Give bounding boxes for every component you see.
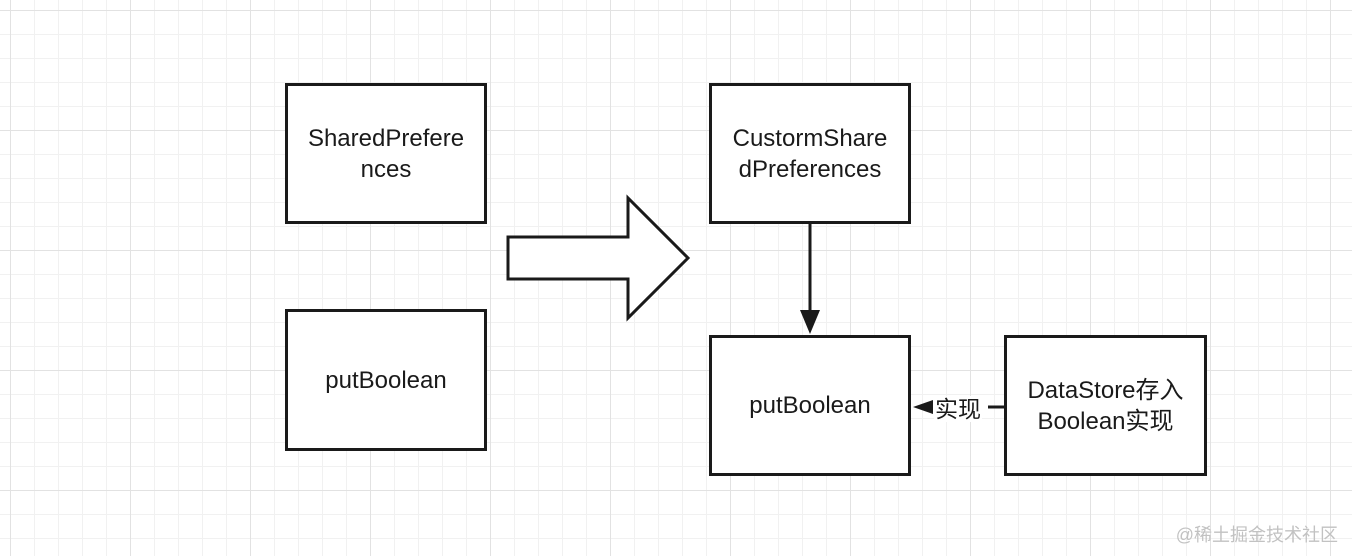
node-custom-shared-preferences[interactable]: CustormSharedPreferences [709,83,911,224]
hollow-right-arrow-icon [506,194,691,322]
node-shared-preferences-label: SharedPreferences [307,124,465,183]
node-put-boolean-right[interactable]: putBoolean [709,335,911,476]
node-datastore[interactable]: DataStore存入Boolean实现 [1004,335,1207,476]
watermark-text: @稀土掘金技术社区 [1175,525,1338,545]
arrow-head-left-icon [913,400,933,414]
node-shared-preferences[interactable]: SharedPreferences [285,83,487,224]
node-custom-shared-preferences-label: CustormSharedPreferences [732,124,888,183]
edge-label-implement: 实现 [934,396,982,422]
node-datastore-label: DataStore存入Boolean实现 [1027,376,1184,435]
node-put-boolean-right-label: putBoolean [749,392,871,419]
node-put-boolean-left-label: putBoolean [325,366,447,394]
node-put-boolean-left[interactable]: putBoolean [285,309,487,451]
arrow-head-down-icon [800,310,820,334]
